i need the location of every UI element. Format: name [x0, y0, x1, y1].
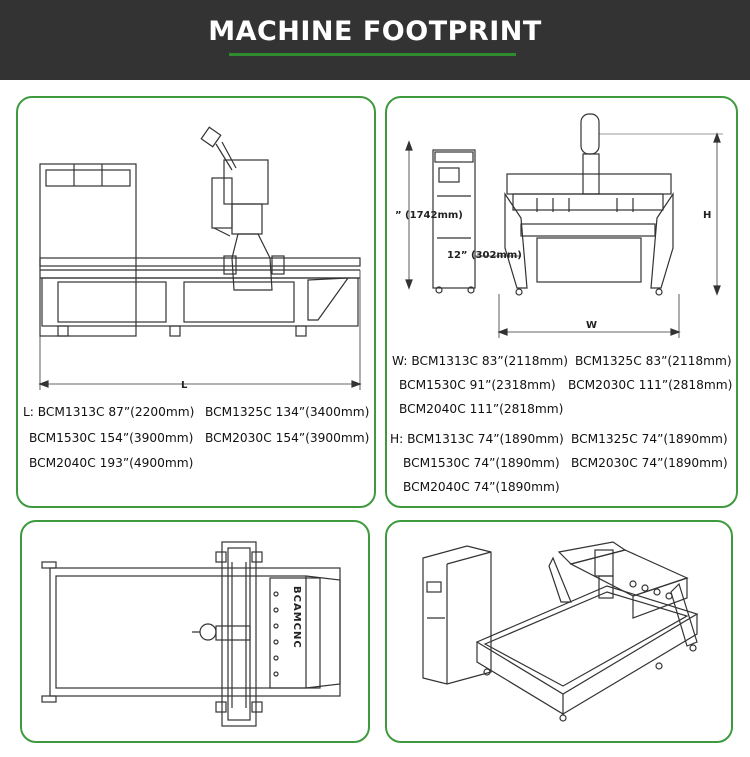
- length-spec-1530c: BCM1530C 154”(3900mm): [29, 431, 194, 445]
- side-view-panel: L L: BCM1313C 87”(2200mm) BCM1325C 134”(…: [16, 96, 376, 508]
- width-spec-1313c: W: BCM1313C 83”(2118mm): [392, 354, 568, 368]
- top-view-drawing: [41, 541, 341, 727]
- top-view-panel: BCAMCNC: [20, 520, 370, 743]
- length-spec-2040c: BCM2040C 193”(4900mm): [29, 456, 194, 470]
- width-spec-1325c: BCM1325C 83”(2118mm): [575, 354, 732, 368]
- width-spec-2040c: BCM2040C 111”(2818mm): [399, 402, 564, 416]
- length-spec-2030c: BCM2030C 154”(3900mm): [205, 431, 370, 445]
- perspective-view-drawing: [422, 541, 699, 722]
- width-spec-1530c: BCM1530C 91”(2318mm): [399, 378, 556, 392]
- length-spec-1325c: BCM1325C 134”(3400mm): [205, 405, 370, 419]
- height-spec-1530c: BCM1530C 74”(1890mm): [403, 456, 560, 470]
- front-view-drawing: [405, 113, 723, 338]
- height-spec-1325c: BCM1325C 74”(1890mm): [571, 432, 728, 446]
- perspective-view-panel: [385, 520, 733, 743]
- height-spec-1313c: H: BCM1313C 74”(1890mm): [390, 432, 564, 446]
- width-spec-2030c: BCM2030C 111”(2818mm): [568, 378, 733, 392]
- front-view-panel: ” (1742mm) 12” (302mm) H W W: BCM1313C 8…: [385, 96, 738, 508]
- height-spec-2040c: BCM2040C 74”(1890mm): [403, 480, 560, 494]
- title-underline: [229, 53, 516, 56]
- page-title: MACHINE FOOTPRINT: [208, 16, 542, 47]
- header-banner: MACHINE FOOTPRINT: [0, 0, 750, 80]
- height-spec-2030c: BCM2030C 74”(1890mm): [571, 456, 728, 470]
- length-spec-1313c: L: BCM1313C 87”(2200mm): [23, 405, 195, 419]
- side-view-drawing: [38, 126, 362, 390]
